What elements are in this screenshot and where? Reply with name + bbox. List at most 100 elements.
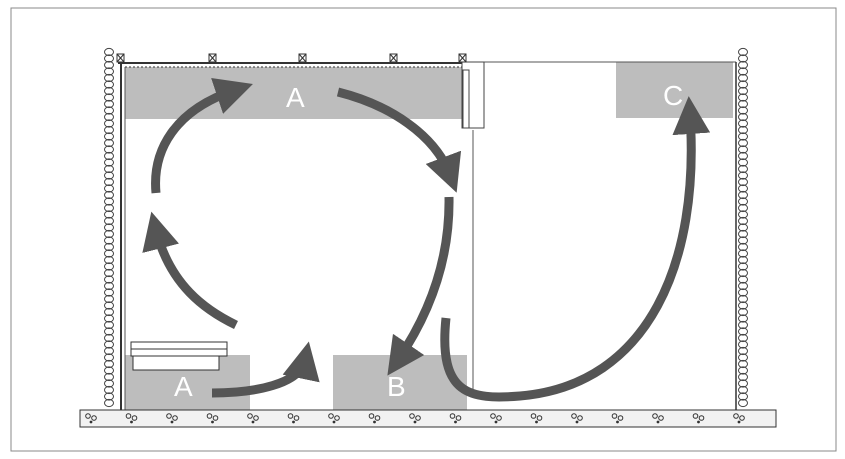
floor-joint-dot <box>575 420 579 424</box>
coil-loop <box>104 112 114 122</box>
coil-loop <box>738 359 748 369</box>
coil-loop <box>104 398 114 408</box>
coil-loop <box>104 190 114 200</box>
coil-loop <box>738 80 748 89</box>
coil-loop <box>104 268 114 278</box>
coil-loop <box>104 86 114 96</box>
zone-label-a-top: A <box>286 82 305 113</box>
coil-loop <box>738 242 748 252</box>
coil-loop <box>104 151 114 161</box>
coil-loop <box>104 281 114 291</box>
coil-loop <box>104 125 114 135</box>
arrow-top-sweep <box>336 87 462 193</box>
coil-loop <box>738 54 748 63</box>
arrow-rise-lower-left <box>142 211 238 330</box>
floor-joint-mark <box>536 415 543 421</box>
floor-joint-mark <box>692 413 699 419</box>
floor-joint-mark <box>328 413 334 419</box>
zone-label-b: B <box>387 371 406 402</box>
coil-loop <box>738 73 748 83</box>
coil-loop <box>104 203 114 213</box>
coil-loop <box>738 132 748 141</box>
coil-loop <box>104 106 114 115</box>
floor-joint-mark <box>490 413 496 419</box>
floor-joint-dot <box>332 420 336 424</box>
coil-loop <box>738 314 748 323</box>
coil-loop <box>738 47 748 57</box>
coil-loop <box>738 327 748 336</box>
coil-loop <box>104 67 114 76</box>
floor-joint-mark <box>611 413 618 419</box>
floor-joint-mark <box>206 413 213 419</box>
floor-joint-mark <box>368 413 375 419</box>
floor-joint-icon <box>85 413 745 424</box>
zone-label-a-bottom: A <box>174 371 193 402</box>
floor-joint-dot <box>373 420 376 424</box>
coil-loop <box>738 379 748 388</box>
coil-loop <box>738 275 748 284</box>
coil-loop <box>104 93 114 102</box>
coil-loop <box>104 392 114 401</box>
floor-joint-dot <box>656 420 660 424</box>
coil-loop <box>738 229 748 239</box>
floor-joint-dot <box>251 420 255 424</box>
coil-loop <box>104 236 114 245</box>
floor-joint-dot <box>616 420 619 424</box>
coil-loop <box>104 333 114 343</box>
coil-loop <box>738 151 748 161</box>
floor-joint-mark <box>247 413 253 419</box>
floor-joint-mark <box>658 415 664 421</box>
coil-loop <box>104 164 114 174</box>
coil-loop <box>738 203 748 213</box>
coil-loop <box>738 307 748 317</box>
floor-joint-mark <box>172 415 178 421</box>
floor-joint-mark <box>733 413 739 419</box>
coil-loop <box>104 346 114 356</box>
coil-loop <box>104 223 114 232</box>
coil-loop <box>738 249 748 258</box>
coil-loop <box>104 301 114 310</box>
coil-loop <box>104 249 114 258</box>
coil-loop <box>104 210 114 219</box>
floor-joint-mark <box>374 415 381 421</box>
floor-joint-mark <box>617 415 624 421</box>
floor-joint-dot <box>535 420 538 424</box>
floor-joint-dot <box>130 420 133 424</box>
coil-loop <box>104 80 114 89</box>
coil-loop <box>104 275 114 284</box>
coil-loop <box>738 255 748 265</box>
outer-frame <box>10 7 837 452</box>
coil-loop <box>738 60 748 70</box>
coil-loop <box>738 158 748 167</box>
coil-loop <box>104 372 114 382</box>
coil-loop <box>738 340 748 349</box>
coil-loop <box>738 164 748 174</box>
coil-loop <box>738 216 748 226</box>
coil-loop <box>738 93 748 102</box>
coil-loop <box>104 197 114 206</box>
floor-joint-dot <box>413 420 417 424</box>
floor-joint-mark <box>449 413 456 419</box>
floor-joint-mark <box>739 415 745 421</box>
floor-joint-mark <box>334 415 340 421</box>
coil-loop <box>104 307 114 317</box>
coil-loop <box>738 112 748 122</box>
coil-loop <box>104 255 114 265</box>
floor-joint-mark <box>496 415 502 421</box>
coil-loop <box>738 353 748 362</box>
coil-loop <box>104 177 114 187</box>
floor-joint-mark <box>577 415 583 421</box>
coil-loop <box>738 268 748 278</box>
coil-loop <box>738 294 748 304</box>
floor-joint-dot <box>292 420 295 424</box>
coil-loop <box>738 346 748 356</box>
coil-loop <box>738 171 748 180</box>
floor-joint-mark <box>131 415 138 421</box>
coil-loop <box>738 190 748 200</box>
coil-loop <box>104 132 114 141</box>
coil-loop <box>104 379 114 388</box>
coil-loop <box>738 67 748 76</box>
coil-loop <box>104 54 114 63</box>
coil-loop <box>104 340 114 349</box>
coil-loop <box>738 281 748 291</box>
